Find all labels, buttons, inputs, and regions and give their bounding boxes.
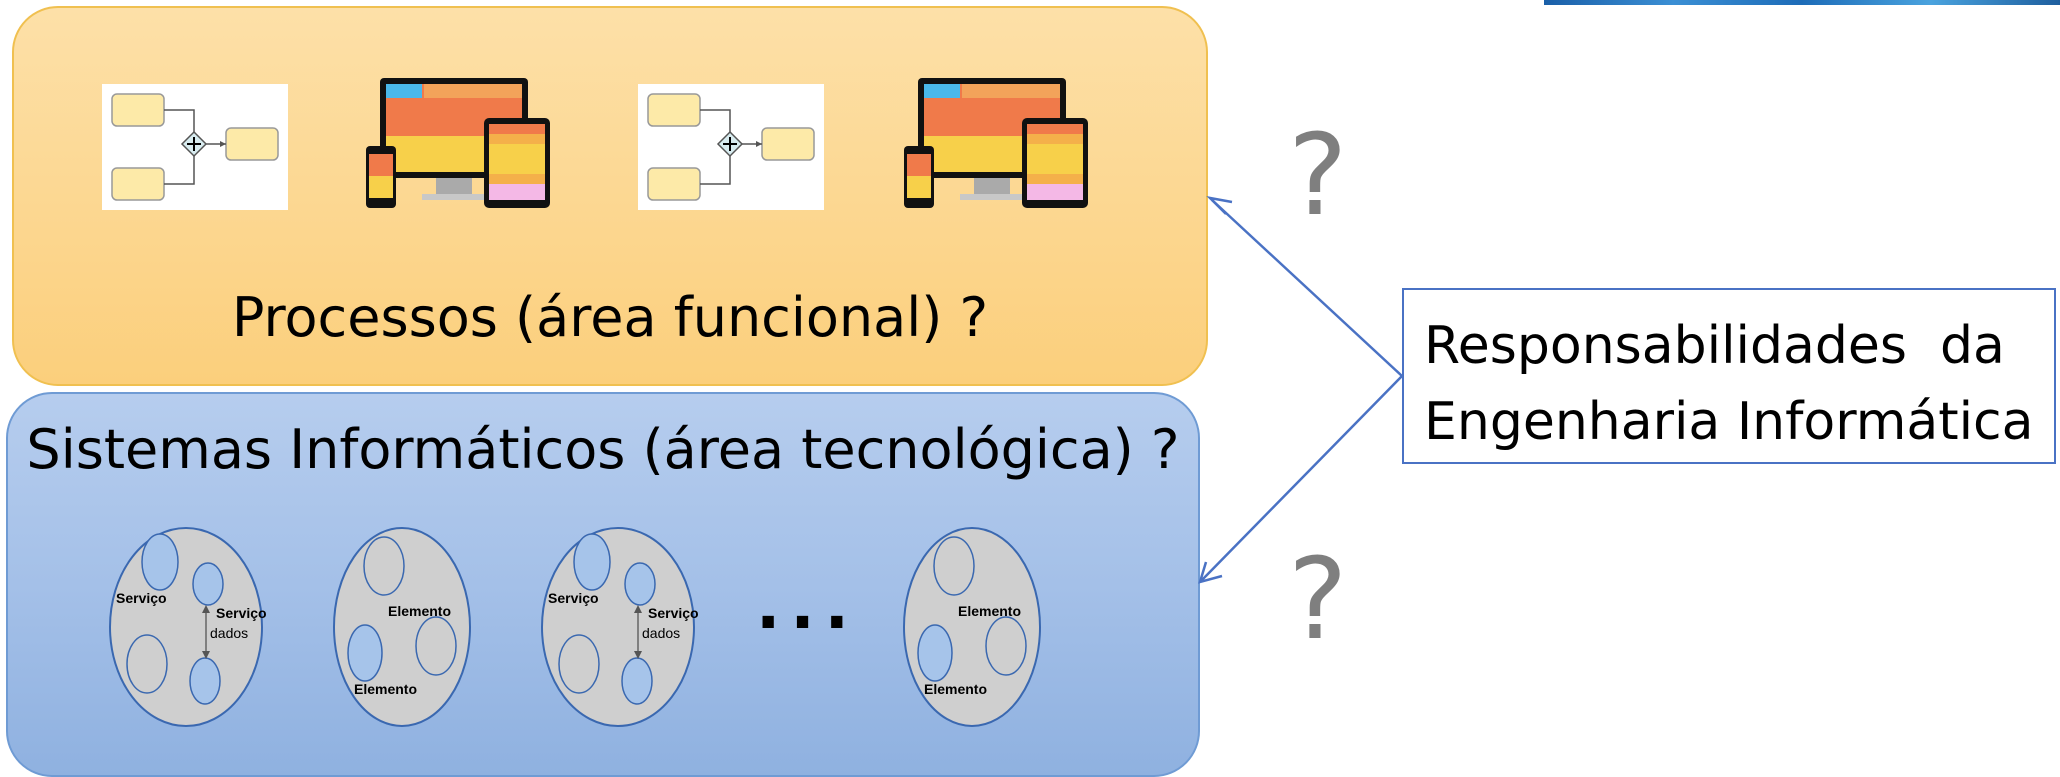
service-system-icon: Serviço Serviço dados <box>109 527 266 727</box>
ellipsis: ... <box>756 570 859 644</box>
systems-title: Sistemas Informáticos (área tecnológica)… <box>26 418 1180 481</box>
responsibility-box: Responsabilidades da Engenharia Informáti… <box>1402 288 2056 464</box>
process-diagram-icon <box>102 84 288 210</box>
question-mark: ? <box>1288 111 1348 241</box>
service-label: Serviço <box>548 590 599 606</box>
element-system-icon: Elemento Elemento <box>333 527 471 727</box>
arrow-to-systems <box>1201 375 1403 581</box>
service-label: Serviço <box>216 605 266 621</box>
processes-title: Processos (área funcional) ? <box>231 286 989 349</box>
responsibility-line-1: Responsabilidades da <box>1424 316 2005 376</box>
corner-image-fragment <box>1544 0 2060 5</box>
arrow-to-processes <box>1211 199 1403 377</box>
element-label: Elemento <box>924 681 987 697</box>
responsibility-line-2: Engenharia Informática <box>1424 392 2034 452</box>
systems-panel: Sistemas Informáticos (área tecnológica)… <box>6 392 1200 777</box>
data-label: dados <box>210 625 248 641</box>
question-mark: ? <box>1288 535 1348 665</box>
element-label: Elemento <box>388 603 451 619</box>
responsive-devices-icon <box>366 78 550 208</box>
data-label: dados <box>642 625 680 641</box>
service-label: Serviço <box>648 605 698 621</box>
service-system-icon: Serviço Serviço dados <box>541 527 698 727</box>
processes-panel: Processos (área funcional) ? <box>12 6 1208 386</box>
service-label: Serviço <box>116 590 167 606</box>
process-diagram-icon <box>638 84 824 210</box>
element-label: Elemento <box>354 681 417 697</box>
element-label: Elemento <box>958 603 1021 619</box>
element-system-icon: Elemento Elemento <box>903 527 1041 727</box>
responsive-devices-icon <box>904 78 1088 208</box>
